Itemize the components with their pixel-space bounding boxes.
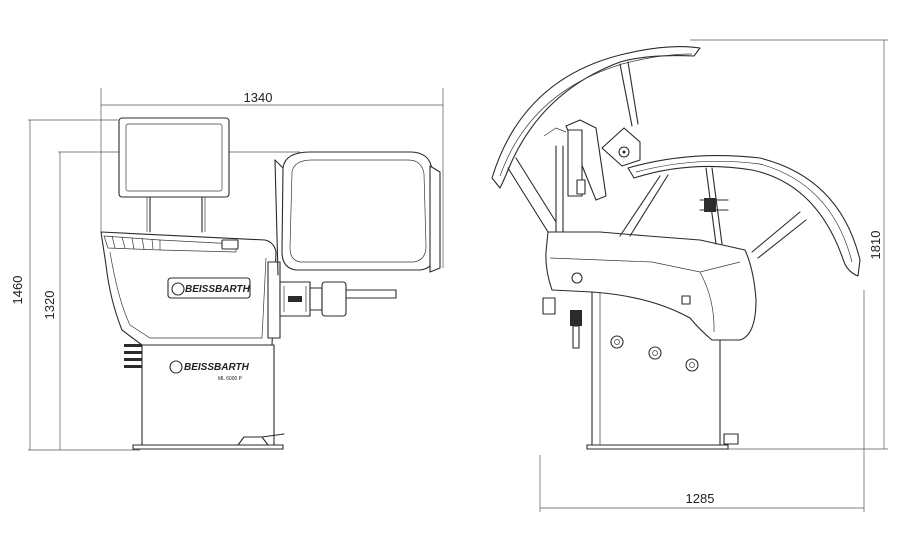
wheel-guard-front [274,151,441,276]
front-view: 1340 1460 1320 [10,88,444,451]
model-label: ML 6000 P [218,376,243,382]
wheel-guard-closed [619,155,861,277]
brand-label-lower: BEISSBARTH [184,362,250,373]
dimension-label-1285: 1285 [686,491,715,506]
brand-label-upper: BEISSBARTH [185,284,251,295]
side-view: 1285 1810 [491,39,888,512]
dimension-depth-side: 1285 [539,290,865,512]
wheel-guard-open [491,45,701,233]
dimension-label-1320: 1320 [42,291,57,320]
brand-plate-lower: BEISSBARTH ML 6000 P [169,360,250,382]
dimension-height-side: 1810 [690,39,888,450]
dimension-label-1340: 1340 [244,90,273,105]
shaft-assembly [267,261,397,339]
weight-pegs [124,344,142,368]
monitor-side [555,119,607,233]
dimension-height-total: 1460 [10,119,140,451]
console-side [542,231,757,349]
cabinet-front [132,344,285,450]
dimension-width-front: 1340 [100,88,444,268]
monitor [118,117,230,233]
dimension-label-1810: 1810 [868,231,883,260]
dimension-label-1460: 1460 [10,276,25,305]
brand-plate-upper: BEISSBARTH [167,277,251,299]
